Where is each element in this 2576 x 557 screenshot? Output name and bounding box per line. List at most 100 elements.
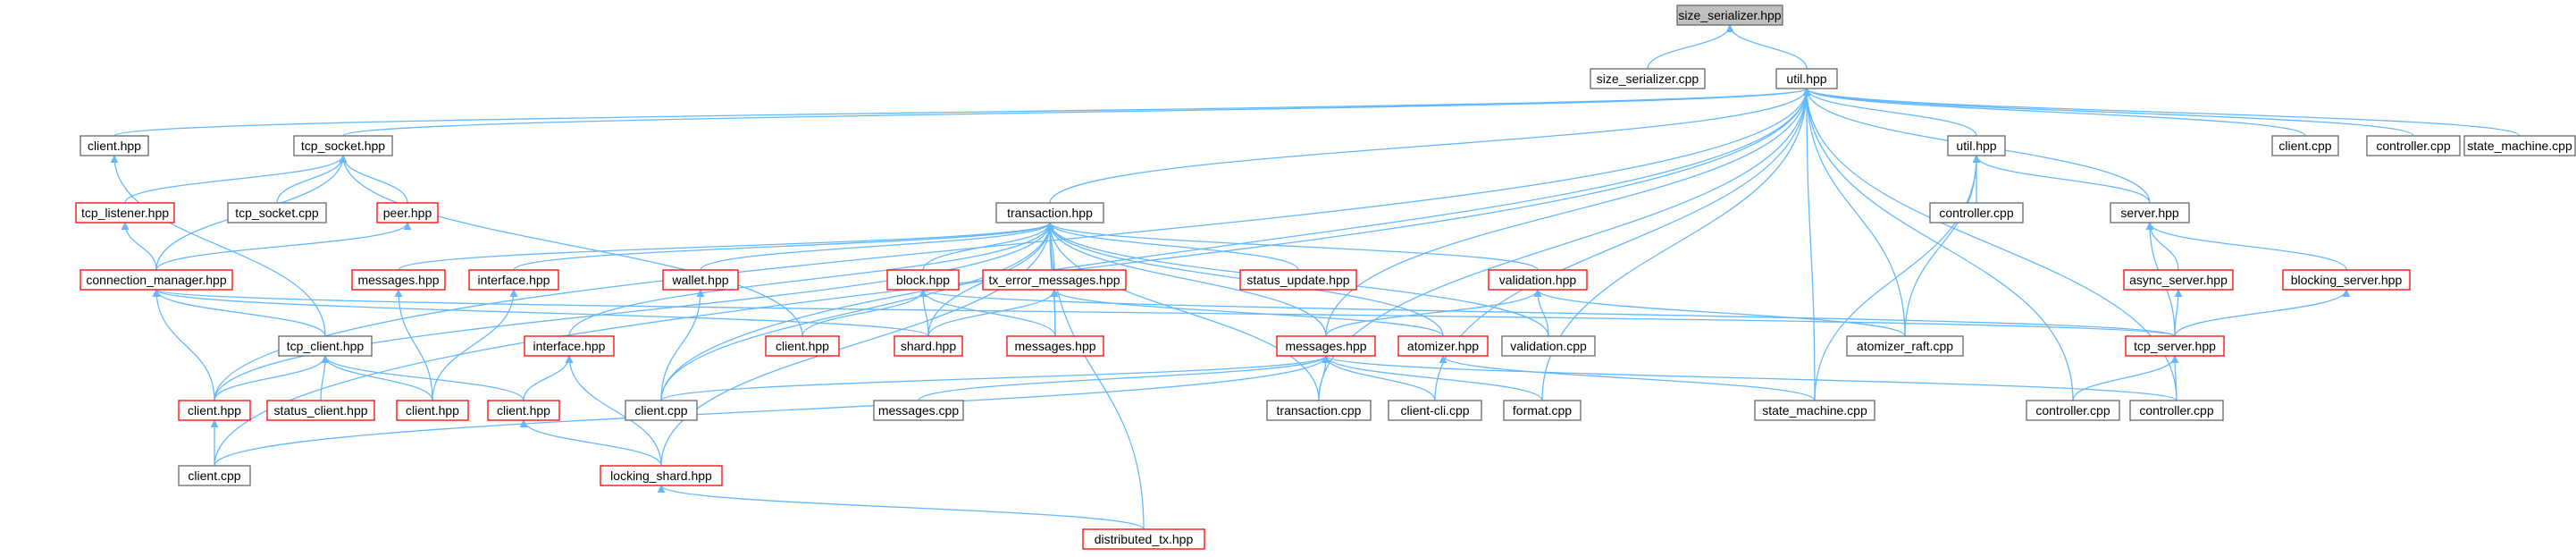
node-box[interactable] bbox=[2110, 202, 2190, 224]
node-atomizer_raft_cpp[interactable]: atomizer_raft.cpp bbox=[1846, 335, 1964, 357]
node-shard_hpp[interactable]: shard.hpp bbox=[894, 335, 963, 357]
node-box[interactable] bbox=[1775, 68, 1838, 89]
node-box[interactable] bbox=[75, 202, 175, 224]
node-box[interactable] bbox=[278, 335, 373, 357]
node-server_hpp[interactable]: server.hpp bbox=[2110, 202, 2190, 224]
node-interface_hpp_a[interactable]: interface.hpp bbox=[468, 269, 559, 291]
node-state_machine_cpp[interactable]: state_machine.cpp bbox=[1754, 400, 1875, 421]
node-controller_cpp_b1[interactable]: controller.cpp bbox=[2026, 400, 2120, 421]
node-box[interactable] bbox=[80, 135, 149, 156]
node-box[interactable] bbox=[2026, 400, 2120, 421]
node-box[interactable] bbox=[2129, 400, 2224, 421]
node-box[interactable] bbox=[2463, 135, 2576, 156]
node-box[interactable] bbox=[487, 400, 560, 421]
node-transaction_hpp[interactable]: transaction.hpp bbox=[995, 202, 1104, 224]
node-transaction_cpp[interactable]: transaction.cpp bbox=[1266, 400, 1372, 421]
node-messages_hpp_main[interactable]: messages.hpp bbox=[1276, 335, 1376, 357]
node-format_cpp[interactable]: format.cpp bbox=[1503, 400, 1582, 421]
node-box[interactable] bbox=[178, 465, 251, 486]
node-box[interactable] bbox=[982, 269, 1127, 291]
node-box[interactable] bbox=[1501, 335, 1596, 357]
node-box[interactable] bbox=[1503, 400, 1582, 421]
node-locking_shard_hpp[interactable]: locking_shard.hpp bbox=[600, 465, 723, 486]
node-blocking_server_hpp[interactable]: blocking_server.hpp bbox=[2282, 269, 2411, 291]
node-box[interactable] bbox=[1388, 400, 1482, 421]
node-size_serializer_cpp[interactable]: size_serializer.cpp bbox=[1590, 68, 1706, 89]
node-client_cli_cpp[interactable]: client-cli.cpp bbox=[1388, 400, 1482, 421]
node-state_machine_cpp_top[interactable]: state_machine.cpp bbox=[2463, 135, 2576, 156]
node-box[interactable] bbox=[1488, 269, 1588, 291]
node-tcp_listener_hpp[interactable]: tcp_listener.hpp bbox=[75, 202, 175, 224]
node-client_hpp_l1[interactable]: client.hpp bbox=[178, 400, 251, 421]
node-peer_hpp[interactable]: peer.hpp bbox=[376, 202, 439, 224]
node-box[interactable] bbox=[1590, 68, 1706, 89]
node-box[interactable] bbox=[873, 400, 964, 421]
node-atomizer_hpp[interactable]: atomizer.hpp bbox=[1397, 335, 1489, 357]
node-client_cpp_top[interactable]: client.cpp bbox=[2271, 135, 2339, 156]
node-box[interactable] bbox=[2366, 135, 2461, 156]
node-async_server_hpp[interactable]: async_server.hpp bbox=[2123, 269, 2234, 291]
node-client_cpp_mid[interactable]: client.cpp bbox=[625, 400, 698, 421]
node-client_hpp_l3[interactable]: client.hpp bbox=[487, 400, 560, 421]
node-interface_hpp_b[interactable]: interface.hpp bbox=[524, 335, 615, 357]
node-status_update_hpp[interactable]: status_update.hpp bbox=[1239, 269, 1357, 291]
node-controller_cpp_top[interactable]: controller.cpp bbox=[2366, 135, 2461, 156]
node-status_client_hpp[interactable]: status_client.hpp bbox=[266, 400, 375, 421]
node-tcp_client_hpp[interactable]: tcp_client.hpp bbox=[278, 335, 373, 357]
node-box[interactable] bbox=[2123, 269, 2234, 291]
node-box[interactable] bbox=[178, 400, 251, 421]
node-client_hpp_mid[interactable]: client.hpp bbox=[765, 335, 840, 357]
node-wallet_hpp[interactable]: wallet.hpp bbox=[662, 269, 739, 291]
node-box[interactable] bbox=[80, 269, 233, 291]
node-box[interactable] bbox=[468, 269, 559, 291]
node-box[interactable] bbox=[1276, 335, 1376, 357]
node-util_hpp[interactable]: util.hpp bbox=[1775, 68, 1838, 89]
node-box[interactable] bbox=[600, 465, 723, 486]
node-tcp_socket_hpp[interactable]: tcp_socket.hpp bbox=[293, 135, 393, 156]
node-box[interactable] bbox=[995, 202, 1104, 224]
node-box[interactable] bbox=[886, 269, 960, 291]
node-box[interactable] bbox=[1397, 335, 1489, 357]
node-tcp_server_hpp[interactable]: tcp_server.hpp bbox=[2125, 335, 2225, 357]
node-messages_hpp_mid[interactable]: messages.hpp bbox=[1006, 335, 1104, 357]
node-box[interactable] bbox=[1846, 335, 1964, 357]
node-tx_error_messages_hpp[interactable]: tx_error_messages.hpp bbox=[982, 269, 1127, 291]
node-tcp_socket_cpp[interactable]: tcp_socket.cpp bbox=[227, 202, 327, 224]
node-box[interactable] bbox=[396, 400, 469, 421]
node-connection_manager_hpp[interactable]: connection_manager.hpp bbox=[80, 269, 233, 291]
node-box[interactable] bbox=[1082, 528, 1205, 550]
node-box[interactable] bbox=[293, 135, 393, 156]
node-client_hpp_top[interactable]: client.hpp bbox=[80, 135, 149, 156]
node-box[interactable] bbox=[625, 400, 698, 421]
node-box[interactable] bbox=[1006, 335, 1104, 357]
node-box[interactable] bbox=[376, 202, 439, 224]
node-client_hpp_l2[interactable]: client.hpp bbox=[396, 400, 469, 421]
node-validation_hpp[interactable]: validation.hpp bbox=[1488, 269, 1588, 291]
node-block_hpp[interactable]: block.hpp bbox=[886, 269, 960, 291]
node-box[interactable] bbox=[1929, 202, 2024, 224]
node-box[interactable] bbox=[266, 400, 375, 421]
node-box[interactable] bbox=[351, 269, 446, 291]
node-box[interactable] bbox=[1239, 269, 1357, 291]
node-box[interactable] bbox=[227, 202, 327, 224]
node-util_hpp_2[interactable]: util.hpp bbox=[1947, 135, 2006, 156]
node-box[interactable] bbox=[524, 335, 615, 357]
node-messages_hpp_left[interactable]: messages.hpp bbox=[351, 269, 446, 291]
node-distributed_tx_hpp[interactable]: distributed_tx.hpp bbox=[1082, 528, 1205, 550]
node-validation_cpp[interactable]: validation.cpp bbox=[1501, 335, 1596, 357]
node-box[interactable] bbox=[2125, 335, 2225, 357]
node-box[interactable] bbox=[765, 335, 840, 357]
node-messages_cpp[interactable]: messages.cpp bbox=[873, 400, 964, 421]
node-box[interactable] bbox=[1676, 4, 1783, 26]
node-box[interactable] bbox=[1947, 135, 2006, 156]
node-box[interactable] bbox=[662, 269, 739, 291]
node-box[interactable] bbox=[2282, 269, 2411, 291]
node-size_serializer_hpp[interactable]: size_serializer.hpp bbox=[1676, 4, 1783, 26]
node-box[interactable] bbox=[1754, 400, 1875, 421]
node-client_cpp_bottom[interactable]: client.cpp bbox=[178, 465, 251, 486]
node-controller_cpp_b2[interactable]: controller.cpp bbox=[2129, 400, 2224, 421]
node-controller_cpp_mid[interactable]: controller.cpp bbox=[1929, 202, 2024, 224]
node-box[interactable] bbox=[1266, 400, 1372, 421]
node-box[interactable] bbox=[2271, 135, 2339, 156]
node-box[interactable] bbox=[894, 335, 963, 357]
